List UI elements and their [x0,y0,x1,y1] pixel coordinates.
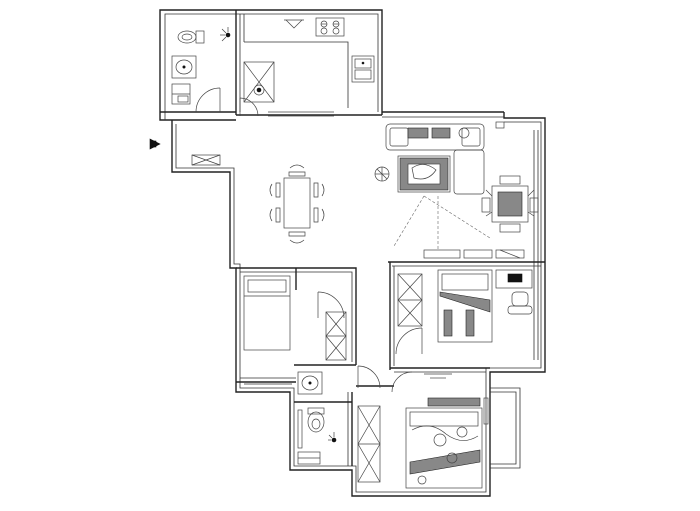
ceiling-lamp-icon [328,432,337,443]
tv-cabinet-icon [423,249,525,259]
wardrobe-icon [397,273,423,327]
exterior-walls [159,9,546,497]
kitchen [243,14,375,117]
bathroom-north [171,27,231,105]
entrance-arrow-icon [149,138,161,150]
washbasin-icon [171,55,197,79]
ceiling-lamp-icon [220,27,231,42]
shoe-cabinet-icon [191,154,221,166]
master-bedroom [357,373,489,489]
stove-icon [315,17,345,37]
toilet-icon [307,407,325,433]
ceiling-lamp-icon [424,373,452,379]
interior-walls [236,261,545,466]
single-bed-icon [243,275,291,351]
wardrobe-icon [357,405,381,483]
toilet-icon [177,30,205,44]
shower-icon [297,451,321,465]
desk-chair-icon [495,269,533,315]
wardrobe-icon [325,311,347,361]
living-dining [374,121,539,259]
fridge-icon [243,61,275,103]
sofa-icon [385,123,485,195]
bathroom-south [297,371,337,465]
range-hood-icon [284,19,304,29]
doors [195,87,423,393]
single-bed-icon [437,269,493,343]
double-bed-icon [405,397,483,489]
tea-table-icon [481,175,539,233]
coffee-table-icon [397,155,451,193]
shower-icon [171,83,191,105]
dining-table-icon [269,164,325,244]
kitchen-sink-icon [351,55,375,83]
bedroom-west [243,275,347,385]
bedroom-east [397,269,533,343]
kitchen-window-icon [268,111,334,117]
nightstand-icon [483,397,489,425]
washbasin-icon [297,371,323,395]
plant-icon [374,166,390,182]
